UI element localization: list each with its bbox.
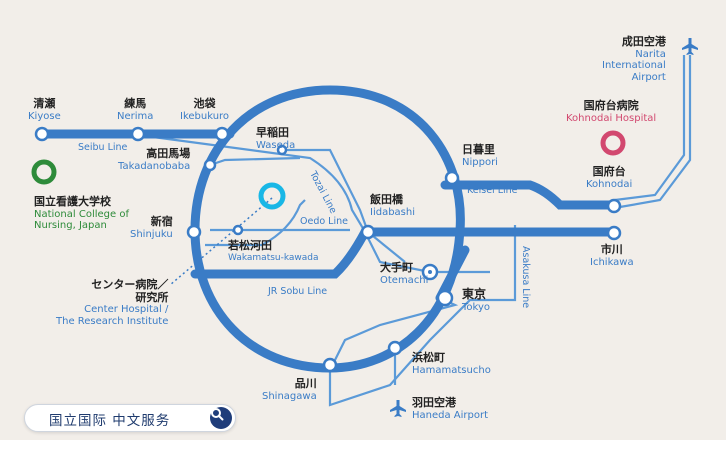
chinese-service-search[interactable]: 国立国际 中文服务 [24,404,236,432]
label-haneda-airport: 羽田空港 Haneda Airport [412,396,489,421]
line-label-oedo: Oedo Line [300,216,348,227]
thin-lines [137,55,692,407]
station-wakamatsu [232,224,244,236]
tozai-line [282,148,406,263]
label-waseda: 早稲田 Waseda [256,126,296,151]
station-kiyose [34,126,50,142]
line-label-keisei: Keisei Line [467,185,518,196]
label-iidabashi: 飯田橋 Iidabashi [370,193,416,218]
line-label-asakusa: Asakusa Line [520,246,531,309]
chinese-service-label: 国立国际 中文服务 [49,413,171,429]
asakusa-line [328,225,517,407]
label-hamamatsucho: 浜松町 Hamamatsucho [412,351,491,376]
ncnj-marker [31,159,57,185]
center-hospital-pointer [169,197,273,286]
line-label-seibu: Seibu Line [78,142,128,153]
label-kohnodai-hospital: 国府台病院 Kohnodai Hospital [566,99,657,124]
station-iidabashi [360,224,376,240]
station-kohnodai [606,198,622,214]
station-nerima [130,126,146,142]
oedo-line [137,133,490,274]
search-icon [211,408,224,421]
label-nippori: 日暮里 Nippori [462,143,498,168]
station-ikebukuro [214,126,230,142]
kohnodai-hospital-marker [600,130,626,156]
label-shinjuku: 新宿 Shinjuku [130,215,173,240]
sobu-thin [205,199,306,247]
station-ichikawa [606,225,622,241]
label-nerima: 練馬 Nerima [117,97,154,122]
keisei-thick [440,180,620,210]
label-shinagawa: 品川 Shinagawa [262,377,317,402]
station-hamamatsucho [387,340,403,356]
station-markers [34,126,622,373]
station-nippori [444,170,460,186]
label-wakamatsu: 若松河田 Wakamatsu-kawada [228,239,319,263]
label-ncnj: 国立看護大学校 National College of Nursing, Jap… [34,195,129,232]
narita-line-2 [614,55,686,202]
station-shinagawa [322,357,338,373]
label-narita-airport: 成田空港 Narita International Airport [602,35,666,83]
label-kohnodai: 国府台 Kohnodai [586,165,633,190]
label-ichikawa: 市川 Ichikawa [590,243,634,268]
center-hospital-marker [258,182,286,210]
label-center-hospital: センター病院／ 研究所 Center Hospital / The Resear… [56,278,169,327]
station-tokyo [436,289,454,307]
label-takadanobaba: 高田馬場 Takadanobaba [118,147,191,172]
label-ikebukuro: 池袋 Ikebukuro [180,97,230,122]
label-otemachi: 大手町 Otemachi [380,261,429,286]
otemachi-inner-dot [428,270,432,274]
label-kiyose: 清瀬 Kiyose [28,97,61,122]
label-tokyo: 東京 Tokyo [462,287,490,313]
line-label-jr-sobu: JR Sobu Line [268,286,328,297]
station-waseda [276,144,288,156]
narita-airplane-icon [682,38,698,55]
station-shinjuku [186,224,202,240]
haneda-airplane-icon [390,400,406,417]
station-takadanobaba [203,158,217,172]
narita-line [619,55,692,209]
search-button[interactable] [210,407,232,429]
